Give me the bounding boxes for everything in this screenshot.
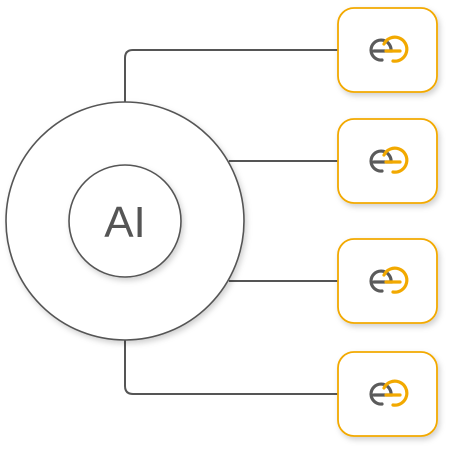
connector-4 [124,340,338,395]
node-3 [337,238,438,324]
hub-inner-ring [68,164,182,278]
e-logo-icon [369,379,409,407]
node-4 [337,351,438,437]
e-logo-icon [369,35,409,63]
hub-label: AI [104,198,146,247]
connector-1 [124,49,338,104]
e-logo-icon [369,266,409,294]
node-2 [337,118,438,204]
ai-hub: AI [5,101,245,341]
node-1 [337,7,438,93]
e-logo-icon [369,146,409,174]
